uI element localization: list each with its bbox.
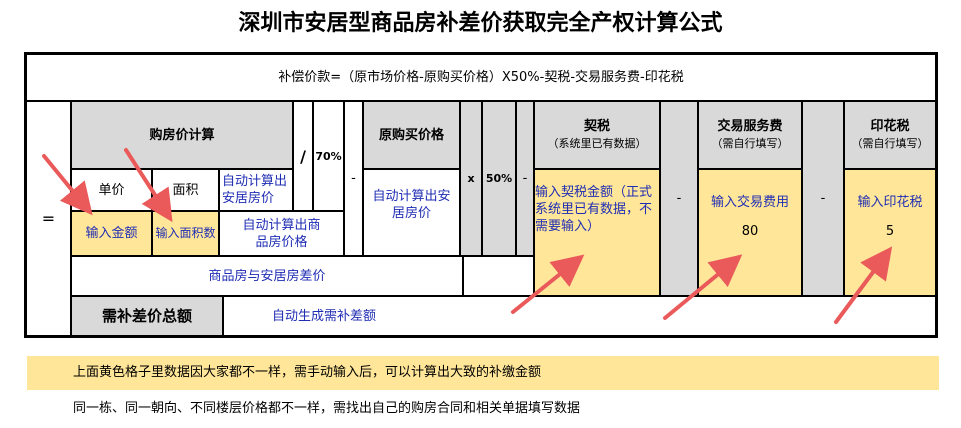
- stamp-tax-value: 5: [885, 224, 895, 239]
- minus-operator-3: -: [660, 101, 698, 296]
- stamp-tax-subtitle: （需自行填写）: [851, 137, 929, 150]
- minus-operator: -: [344, 101, 363, 256]
- formula-table: 补偿价款=（原市场价格-原购买价格）X50%-契税-交易服务费-印花税 = 购房…: [24, 52, 938, 338]
- service-fee-value: 80: [741, 224, 759, 239]
- slash-operator: /: [293, 101, 313, 211]
- note-yellow-cells: 上面黄色格子里数据因大家都不一样，需手动输入后，可以计算出大致的补缴金额: [27, 356, 939, 390]
- deed-tax-input[interactable]: 输入契税金额（正式系统里已有数据，不需要输入）: [534, 169, 660, 296]
- service-fee-label: 输入交易费用: [710, 195, 789, 210]
- stamp-tax-input[interactable]: 输入印花税 5: [844, 169, 936, 296]
- unit-price-input[interactable]: 输入金额: [71, 211, 152, 256]
- stamp-tax-header: 印花税 （需自行填写）: [844, 101, 936, 169]
- auto-anju-price: 自动计算出安居房价: [219, 169, 293, 211]
- stamp-tax-title: 印花税: [870, 119, 910, 134]
- page-title: 深圳市安居型商品房补差价获取完全产权计算公式: [238, 11, 723, 36]
- equals-sign: =: [26, 101, 71, 336]
- total-label: 需补差价总额: [71, 296, 223, 336]
- service-fee-subtitle: （需自行填写）: [711, 137, 789, 150]
- service-fee-input[interactable]: 输入交易费用 80: [698, 169, 802, 296]
- auto-commercial-price: 自动计算出商品房价格: [219, 211, 344, 256]
- percent-50: 50%: [482, 101, 516, 256]
- price-difference: 商品房与安居房差价: [71, 256, 463, 296]
- unit-price-label: 单价: [71, 169, 152, 211]
- area-input[interactable]: 输入面积数: [152, 211, 219, 256]
- stamp-tax-label: 输入印花税: [857, 195, 923, 210]
- original-price-value: 自动计算出安居房价: [363, 169, 460, 256]
- times-operator: x: [460, 101, 482, 256]
- original-price-header: 原购买价格: [363, 101, 460, 169]
- minus-operator-4: -: [802, 101, 844, 296]
- deed-tax-header: 契税 （系统里已有数据）: [534, 101, 660, 169]
- area-label: 面积: [152, 169, 219, 211]
- formula-text: 补偿价款=（原市场价格-原购买价格）X50%-契税-交易服务费-印花税: [26, 54, 936, 101]
- purchase-calc-header: 购房价计算: [71, 101, 293, 169]
- total-value: 自动生成需补差额: [223, 296, 936, 336]
- deed-tax-subtitle: （系统里已有数据）: [547, 137, 647, 150]
- percent-70: 70%: [313, 101, 344, 211]
- service-fee-header: 交易服务费 （需自行填写）: [698, 101, 802, 169]
- note-floor-prices: 同一栋、同一朝向、不同楼层价格都不一样，需找出自己的购房合同和相关单据填写数据: [73, 401, 581, 416]
- service-fee-title: 交易服务费: [717, 119, 783, 134]
- deed-tax-title: 契税: [583, 119, 610, 134]
- minus-operator-2: -: [516, 101, 534, 256]
- blank-cell: [463, 256, 534, 296]
